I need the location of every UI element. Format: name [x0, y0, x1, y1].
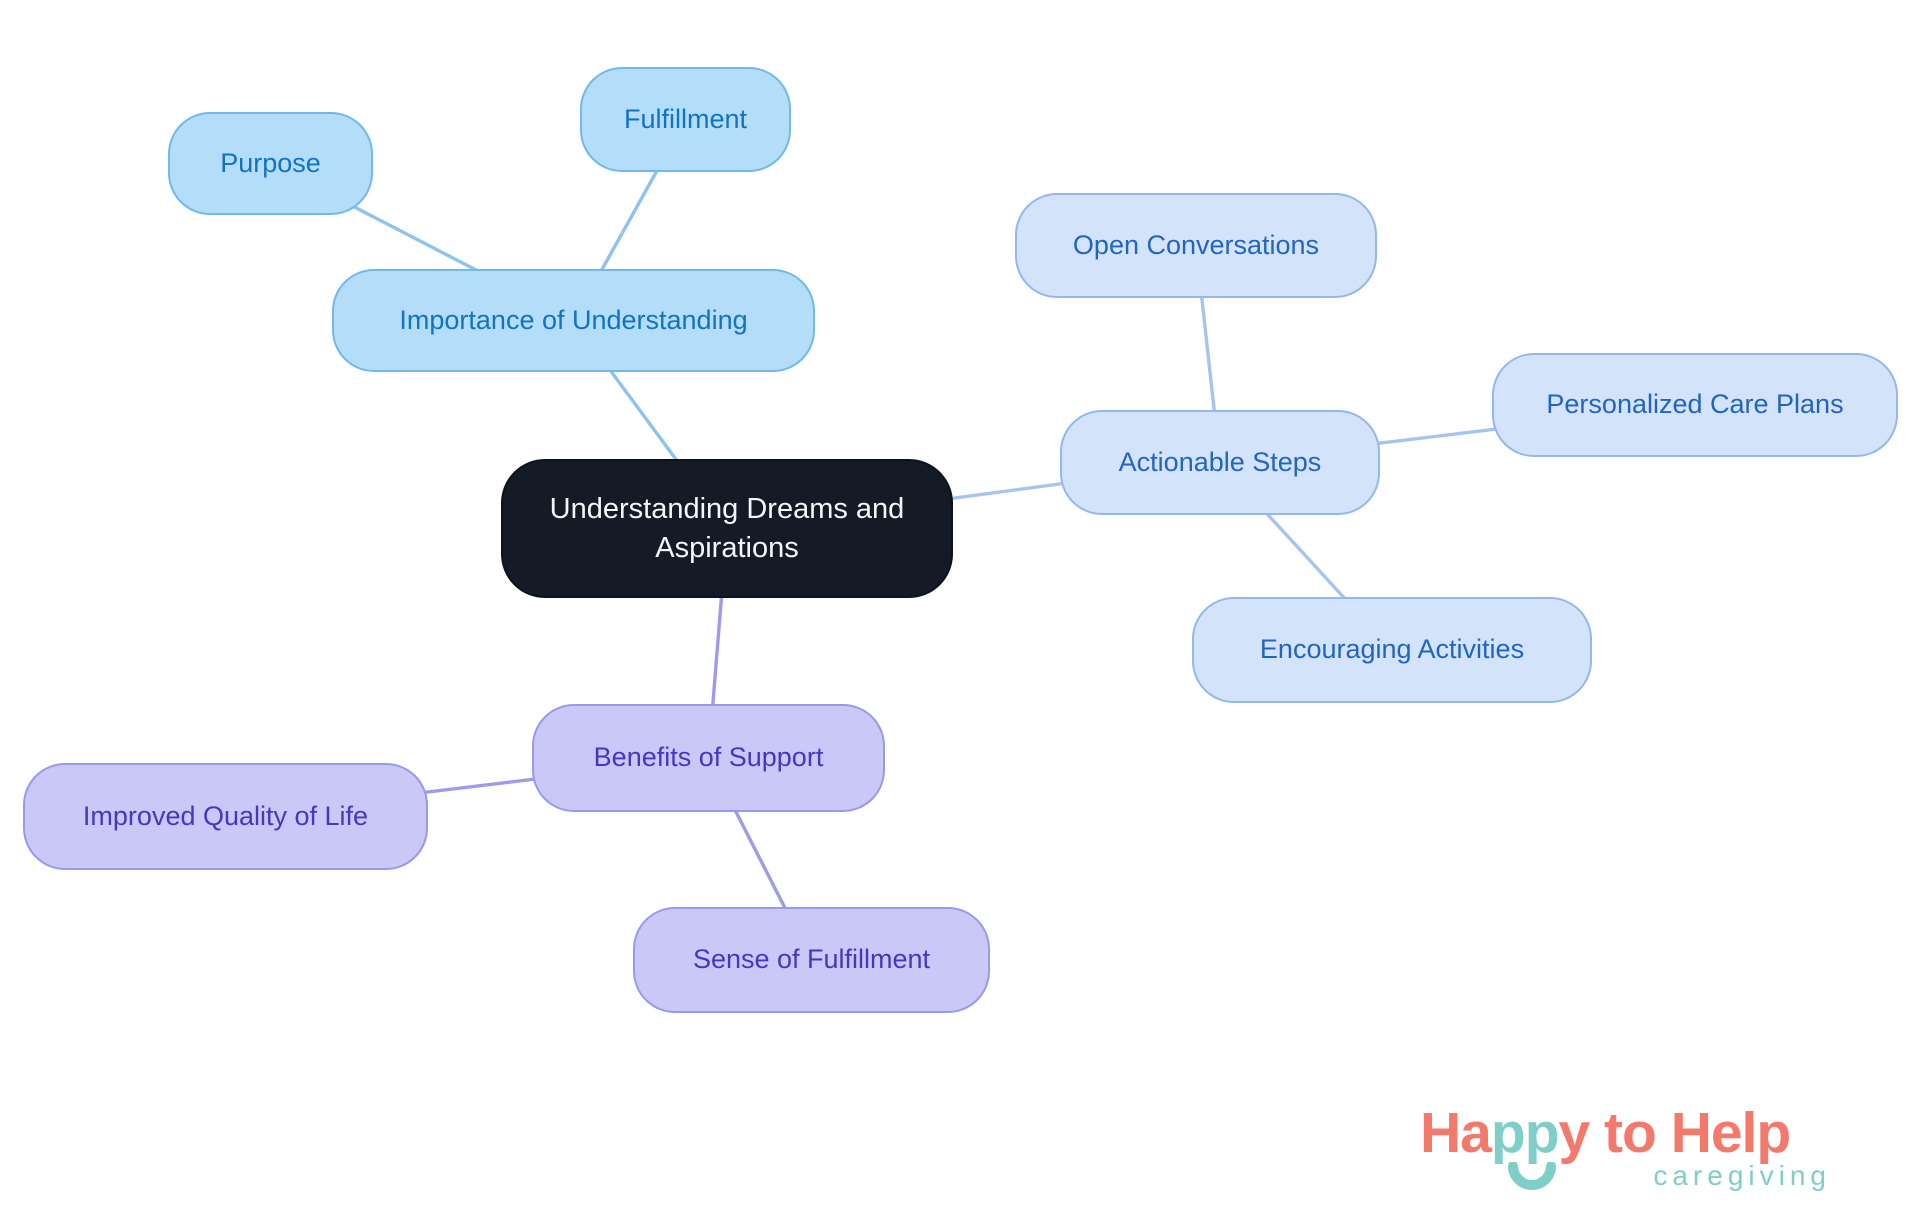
node-label: Benefits of Support: [593, 742, 824, 773]
node-label: Sense of Fulfillment: [692, 944, 931, 975]
mindmap-node-sense-of-fulfillment[interactable]: Sense of Fulfillment: [633, 907, 990, 1013]
logo-segment: Ha: [1420, 1101, 1492, 1165]
mindmap-node-benefits[interactable]: Benefits of Support: [532, 704, 885, 812]
mindmap-node-fulfillment[interactable]: Fulfillment: [580, 67, 791, 172]
node-label: Understanding Dreams and Aspirations: [549, 493, 905, 564]
mindmap-node-improved-quality[interactable]: Improved Quality of Life: [23, 763, 428, 870]
mindmap-node-open-conversations[interactable]: Open Conversations: [1015, 193, 1377, 298]
logo-segment: y to Help: [1558, 1101, 1792, 1165]
mindmap-node-purpose[interactable]: Purpose: [168, 112, 373, 215]
node-label: Fulfillment: [623, 103, 748, 134]
node-label: Encouraging Activities: [1259, 634, 1525, 665]
node-label: Personalized Care Plans: [1546, 389, 1844, 420]
node-label: Open Conversations: [1072, 229, 1320, 260]
mindmap-node-personalized-care-plans[interactable]: Personalized Care Plans: [1492, 353, 1898, 457]
smile-arc: [1508, 1162, 1556, 1190]
node-label: Actionable Steps: [1118, 446, 1322, 477]
mindmap-node-importance[interactable]: Importance of Understanding: [332, 269, 815, 372]
logo-segment: pp: [1490, 1101, 1560, 1165]
mindmap-node-encouraging-activities[interactable]: Encouraging Activities: [1192, 597, 1592, 703]
logo-happy-to-help: Happy to Help caregiving: [1420, 1102, 1876, 1207]
smile-icon: [1508, 1162, 1556, 1190]
mindmap-node-actionable-steps[interactable]: Actionable Steps: [1060, 410, 1380, 515]
mindmap-node-root[interactable]: Understanding Dreams and Aspirations: [501, 459, 953, 598]
logo-wordmark: Happy to Help: [1420, 1102, 1876, 1165]
logo-tagline: caregiving: [1653, 1160, 1831, 1191]
node-label: Purpose: [220, 147, 321, 178]
node-label: Improved Quality of Life: [82, 800, 369, 831]
node-label: Importance of Understanding: [399, 304, 748, 335]
